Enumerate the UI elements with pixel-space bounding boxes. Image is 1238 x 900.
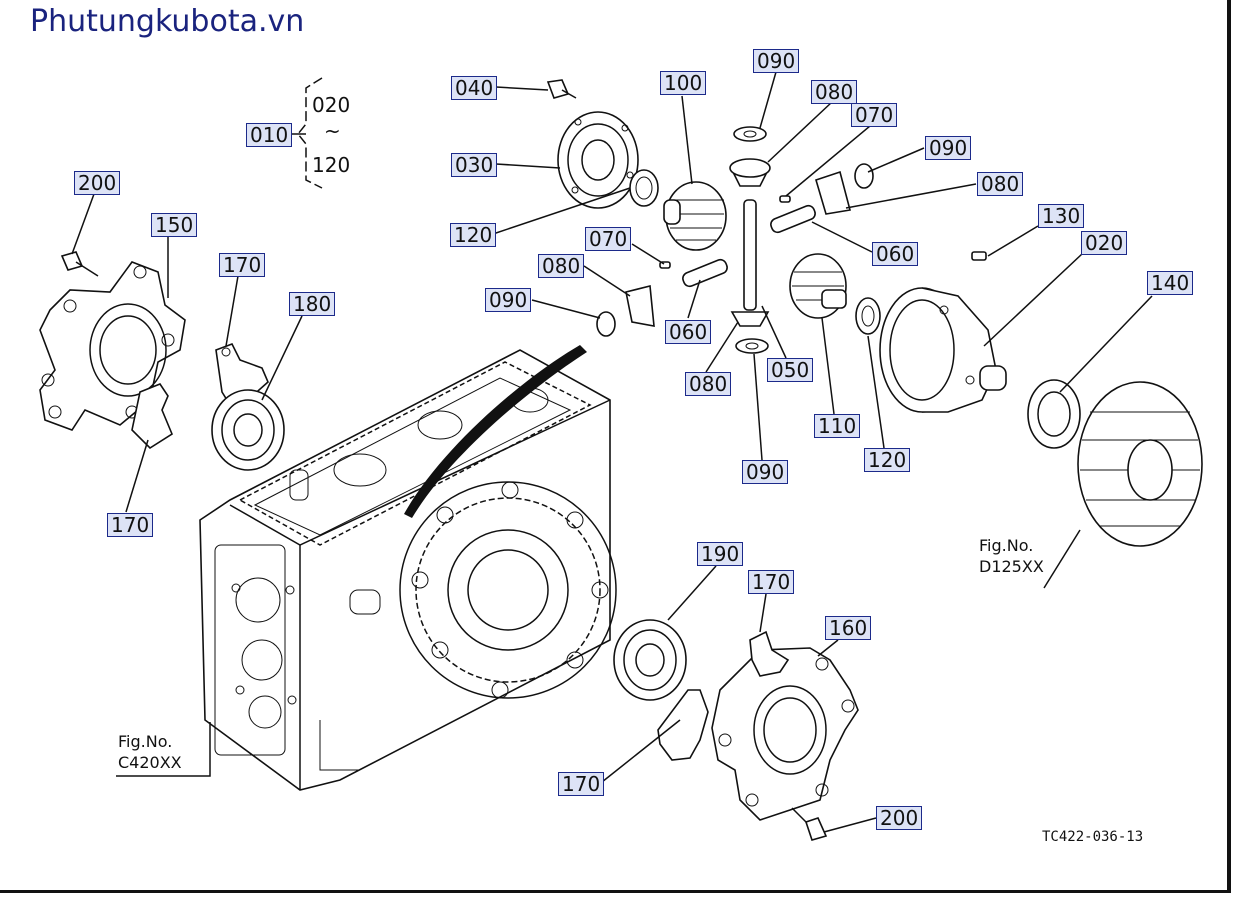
callout-170-lower-left[interactable]: 170 — [107, 513, 154, 537]
side-gear-110 — [789, 253, 847, 319]
callout-080-bottom[interactable]: 080 — [685, 372, 732, 396]
washer-090-top — [733, 126, 767, 142]
figref-d125-title: Fig.No. — [979, 536, 1034, 555]
right-flange-160 — [711, 647, 859, 821]
callout-110[interactable]: 110 — [814, 414, 861, 438]
indicator-arrow — [404, 345, 587, 518]
right-bearing-190 — [613, 619, 687, 701]
callout-080-right[interactable]: 080 — [977, 172, 1024, 196]
left-bearing-180 — [211, 389, 285, 471]
callout-170-upper-right[interactable]: 170 — [748, 570, 795, 594]
washer-090-bottom — [735, 338, 769, 354]
left-shim-170-lower — [131, 383, 173, 450]
bolt-130 — [971, 251, 987, 261]
callout-190[interactable]: 190 — [697, 542, 744, 566]
washer-090-left — [596, 311, 616, 337]
differential-pinion-shaft-050 — [743, 199, 757, 311]
shaft-060-left — [682, 258, 728, 288]
callout-120-right[interactable]: 120 — [864, 448, 911, 472]
callout-080-left[interactable]: 080 — [538, 254, 585, 278]
transmission-case — [199, 349, 617, 791]
callout-090-top[interactable]: 090 — [753, 49, 800, 73]
bearing-cover-030 — [557, 111, 639, 209]
figref-c420-code[interactable]: C420XX — [118, 753, 182, 772]
gear-hub-140 — [1027, 379, 1081, 449]
pinion-gear-top — [729, 158, 771, 187]
range-from: 020 — [312, 93, 351, 117]
washer-090-right — [854, 163, 874, 189]
right-bolt-200 — [791, 807, 828, 841]
differential-case-020 — [879, 287, 1007, 413]
callout-130[interactable]: 130 — [1038, 204, 1085, 228]
range-tilde: ~ — [324, 119, 341, 143]
bevel-gear-140 — [1077, 381, 1203, 547]
figref-d125-code[interactable]: D125XX — [979, 557, 1044, 576]
callout-060-left[interactable]: 060 — [665, 320, 712, 344]
frame-right-border — [1227, 0, 1231, 893]
frame-bottom-border — [0, 890, 1231, 893]
callout-120-left[interactable]: 120 — [450, 223, 497, 247]
pinion-gear-bottom — [730, 311, 770, 327]
pin-070-right — [779, 195, 791, 203]
right-shim-170-upper — [749, 630, 790, 677]
right-shim-170-lower — [657, 689, 709, 761]
shim-120-right — [855, 297, 881, 335]
diagram-code: TC422-036-13 — [1042, 829, 1144, 845]
shaft-060-right — [770, 204, 816, 234]
callout-050[interactable]: 050 — [767, 358, 814, 382]
figref-c420-title: Fig.No. — [118, 732, 173, 751]
range-to: 120 — [312, 153, 351, 177]
watermark: Phutungkubota.vn — [30, 4, 305, 39]
callout-020[interactable]: 020 — [1081, 231, 1128, 255]
callout-200-top[interactable]: 200 — [74, 171, 121, 195]
shim-120-left — [629, 169, 659, 207]
left-bolt-200 — [60, 251, 99, 277]
callout-040[interactable]: 040 — [451, 76, 498, 100]
callout-150[interactable]: 150 — [151, 213, 198, 237]
pinion-gear-left — [625, 284, 655, 327]
bolt-040 — [546, 79, 577, 99]
callout-070-left[interactable]: 070 — [585, 227, 632, 251]
callout-160[interactable]: 160 — [825, 616, 872, 640]
callout-030[interactable]: 030 — [451, 153, 498, 177]
callout-170-upper-left[interactable]: 170 — [219, 253, 266, 277]
callout-010[interactable]: 010 — [246, 123, 293, 147]
callout-070-right[interactable]: 070 — [851, 103, 898, 127]
callout-090-right[interactable]: 090 — [925, 136, 972, 160]
callout-100[interactable]: 100 — [660, 71, 707, 95]
callout-090-left[interactable]: 090 — [485, 288, 532, 312]
callout-180[interactable]: 180 — [289, 292, 336, 316]
callout-170-lower-right[interactable]: 170 — [558, 772, 605, 796]
callout-060-right[interactable]: 060 — [872, 242, 919, 266]
side-gear-100 — [663, 181, 727, 251]
range-bracket — [297, 77, 323, 189]
callout-200-bottom[interactable]: 200 — [876, 806, 923, 830]
callout-090-bottom[interactable]: 090 — [742, 460, 789, 484]
leader-lines — [71, 71, 1153, 833]
callout-140[interactable]: 140 — [1147, 271, 1194, 295]
callout-080-top[interactable]: 080 — [811, 80, 858, 104]
pinion-gear-right — [815, 170, 851, 215]
